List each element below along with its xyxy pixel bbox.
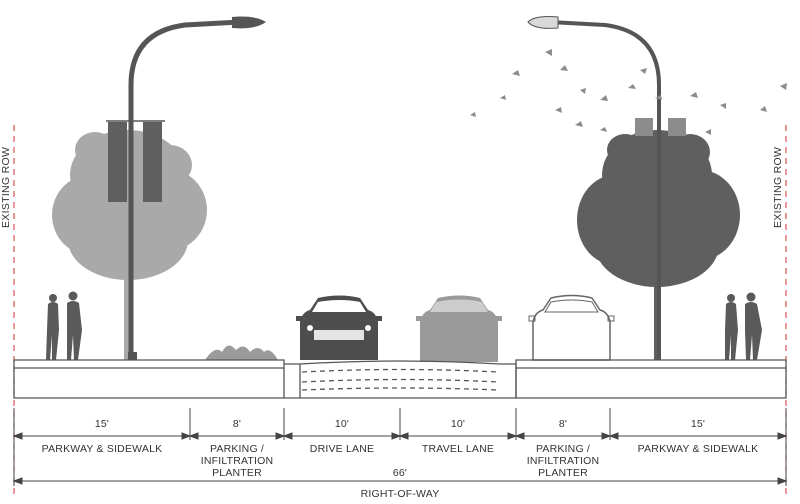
road-section bbox=[13, 359, 787, 399]
right-row-label: EXISTING ROW bbox=[772, 146, 784, 228]
car-drive-lane bbox=[296, 295, 382, 360]
falling-leaves bbox=[470, 49, 787, 135]
segment-5-label: PARKING / INFILTRATION PLANTER bbox=[526, 443, 600, 479]
right-street-lamp bbox=[527, 16, 686, 360]
segment-6-label: PARKWAY & SIDEWALK bbox=[637, 443, 759, 455]
segment-1-label: PARKWAY & SIDEWALK bbox=[41, 443, 163, 455]
segment-6-width: 15' bbox=[690, 418, 706, 430]
segment-2-label: PARKING / INFILTRATION PLANTER bbox=[200, 443, 274, 479]
car-travel-lane bbox=[416, 295, 502, 362]
segment-2-width: 8' bbox=[232, 418, 242, 430]
segment-4-width: 10' bbox=[450, 418, 466, 430]
total-label: RIGHT-OF-WAY bbox=[360, 488, 440, 500]
segment-3-label: DRIVE LANE bbox=[309, 443, 375, 455]
planter-grasses bbox=[205, 345, 278, 360]
car-parked-outline bbox=[528, 294, 615, 361]
left-street-lamp bbox=[106, 16, 266, 360]
left-row-label: EXISTING ROW bbox=[0, 146, 12, 228]
segment-3-width: 10' bbox=[334, 418, 350, 430]
total-width: 66' bbox=[392, 467, 408, 479]
segment-1-width: 15' bbox=[94, 418, 110, 430]
dimension-lines bbox=[12, 408, 788, 486]
left-pedestrians bbox=[46, 291, 82, 360]
segment-4-label: TRAVEL LANE bbox=[421, 443, 495, 455]
right-pedestrians bbox=[725, 292, 762, 360]
segment-5-width: 8' bbox=[558, 418, 568, 430]
